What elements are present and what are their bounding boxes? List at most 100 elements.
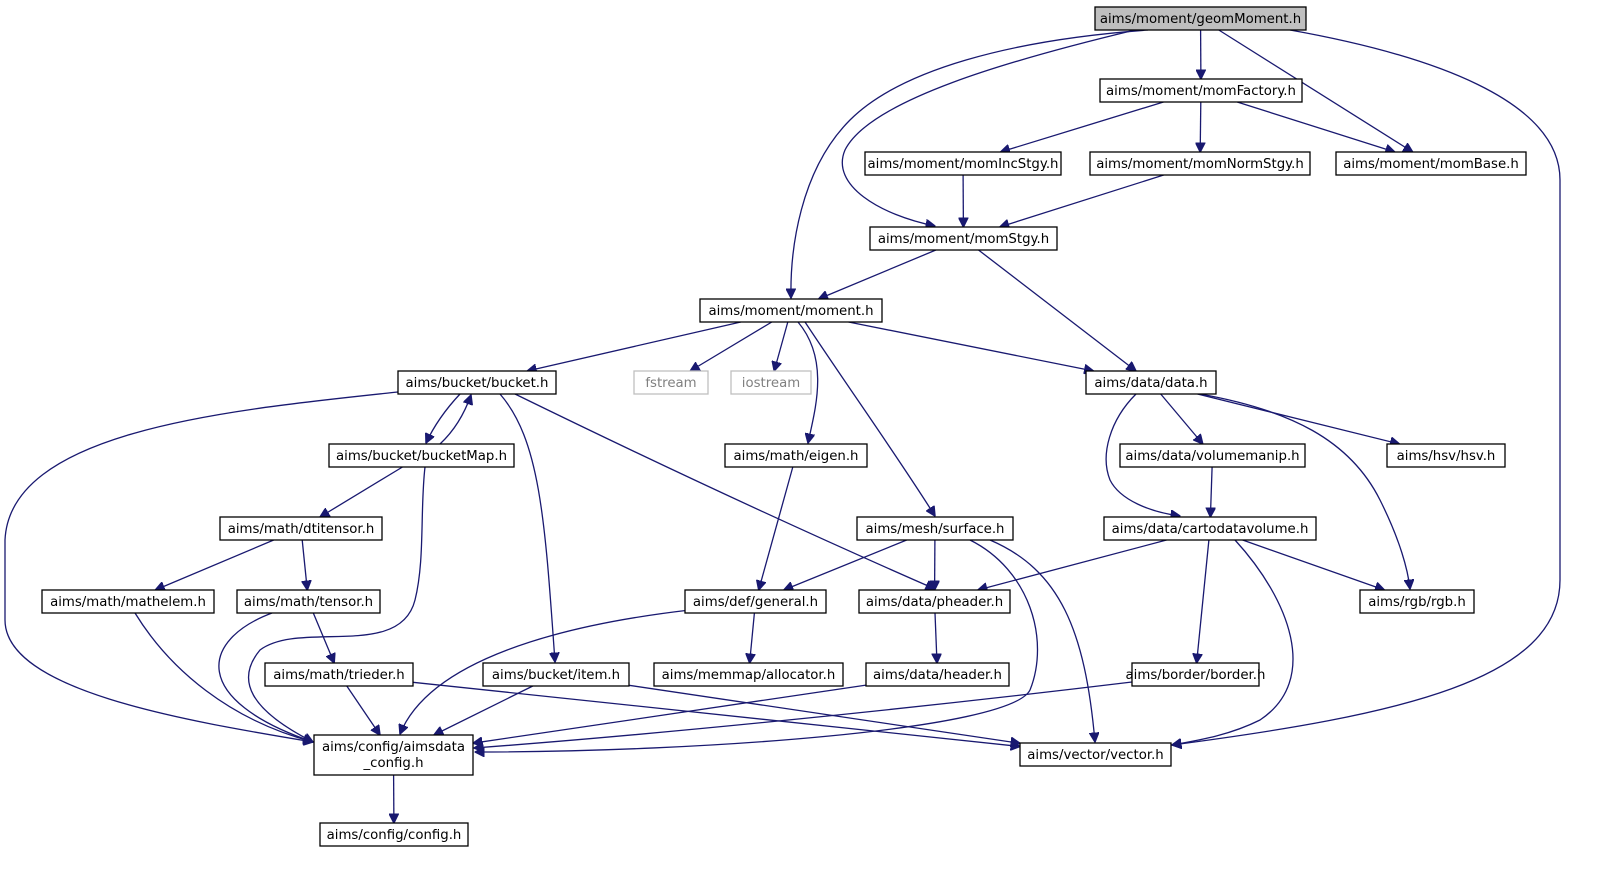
node-label: aims/bucket/bucketMap.h bbox=[336, 449, 507, 464]
node-label: aims/border/border.h bbox=[1126, 668, 1266, 683]
edge-surface-to-general bbox=[784, 539, 907, 590]
node-tensor[interactable]: aims/math/tensor.h bbox=[236, 589, 381, 614]
node-label: aims/math/mathelem.h bbox=[50, 595, 206, 610]
node-box bbox=[1119, 443, 1306, 468]
edge-cartodatavolume-to-border bbox=[1197, 539, 1210, 663]
node-box bbox=[724, 443, 868, 468]
node-box bbox=[313, 734, 474, 776]
node-iostream: iostream bbox=[730, 370, 812, 395]
node-mathelem[interactable]: aims/math/mathelem.h bbox=[41, 589, 215, 614]
edge-moment-to-bucket bbox=[527, 321, 741, 371]
node-label: aims/math/tensor.h bbox=[244, 595, 373, 610]
node-label: aims/memmap/allocator.h bbox=[662, 668, 836, 683]
node-label: aims/moment/momFactory.h bbox=[1106, 84, 1296, 99]
node-momStgy[interactable]: aims/moment/momStgy.h bbox=[869, 226, 1058, 251]
node-box bbox=[1359, 589, 1475, 614]
edge-trieder-to-vector bbox=[412, 681, 1020, 746]
node-label: aims/math/dtitensor.h bbox=[228, 522, 375, 537]
node-bucket[interactable]: aims/bucket/bucket.h bbox=[397, 370, 557, 395]
node-label: aims/data/pheader.h bbox=[866, 595, 1003, 610]
node-momIncStgy[interactable]: aims/moment/momIncStgy.h bbox=[864, 151, 1062, 176]
node-box bbox=[319, 822, 469, 847]
node-momBase[interactable]: aims/moment/momBase.h bbox=[1335, 151, 1527, 176]
edge-geomMoment-to-moment bbox=[791, 29, 1149, 298]
node-label: aims/rgb/rgb.h bbox=[1368, 595, 1466, 610]
edge-data-to-hsv bbox=[1197, 393, 1400, 444]
edge-bucket-to-item bbox=[499, 393, 555, 662]
node-box bbox=[858, 589, 1011, 614]
node-pheader[interactable]: aims/data/pheader.h bbox=[858, 589, 1011, 614]
edge-general-to-allocator bbox=[750, 612, 755, 663]
edge-momFactory-to-momIncStgy bbox=[1001, 101, 1164, 152]
node-eigen[interactable]: aims/math/eigen.h bbox=[724, 443, 868, 468]
edge-tensor-to-aimsdata_config bbox=[218, 612, 313, 742]
node-label: aims/def/general.h bbox=[693, 595, 818, 610]
node-surface[interactable]: aims/mesh/surface.h bbox=[856, 516, 1014, 541]
node-cartodatavolume[interactable]: aims/data/cartodatavolume.h bbox=[1103, 516, 1317, 541]
edge-momFactory-to-momBase bbox=[1237, 101, 1395, 152]
node-label: fstream bbox=[645, 376, 696, 391]
node-header[interactable]: aims/data/header.h bbox=[865, 662, 1010, 687]
node-label: aims/moment/momStgy.h bbox=[878, 232, 1049, 247]
node-box bbox=[699, 298, 883, 323]
node-hsv[interactable]: aims/hsv/hsv.h bbox=[1386, 443, 1506, 468]
node-config[interactable]: aims/config/config.h bbox=[319, 822, 469, 847]
node-box bbox=[219, 516, 383, 541]
node-bucketMap[interactable]: aims/bucket/bucketMap.h bbox=[328, 443, 515, 468]
node-vector[interactable]: aims/vector/vector.h bbox=[1019, 742, 1172, 767]
edge-surface-to-aimsdata_config bbox=[475, 539, 1038, 752]
node-label-line2: _config.h bbox=[363, 756, 424, 771]
node-box bbox=[653, 662, 844, 687]
edge-item-to-aimsdata_config bbox=[434, 685, 534, 735]
node-box bbox=[1103, 516, 1317, 541]
file-nodes: aims/moment/geomMoment.h aims/moment/momF… bbox=[41, 6, 1527, 847]
node-aimsdata_config[interactable]: aims/config/aimsdata_config.h bbox=[313, 734, 474, 776]
node-box bbox=[869, 226, 1058, 251]
edge-momFactory-to-momNormStgy bbox=[1200, 101, 1201, 152]
node-box bbox=[328, 443, 515, 468]
node-data[interactable]: aims/data/data.h bbox=[1085, 370, 1217, 395]
node-fstream: fstream bbox=[633, 370, 709, 395]
node-geomMoment: aims/moment/geomMoment.h bbox=[1094, 6, 1307, 31]
node-momNormStgy[interactable]: aims/moment/momNormStgy.h bbox=[1089, 151, 1311, 176]
node-allocator[interactable]: aims/memmap/allocator.h bbox=[653, 662, 844, 687]
node-label: aims/config/config.h bbox=[327, 828, 462, 843]
edge-dtitensor-to-tensor bbox=[302, 539, 307, 590]
node-box bbox=[633, 370, 709, 395]
node-label: aims/data/data.h bbox=[1094, 376, 1207, 391]
node-label: aims/mesh/surface.h bbox=[866, 522, 1005, 537]
edge-cartodatavolume-to-rgb bbox=[1242, 539, 1385, 590]
node-box bbox=[1099, 78, 1303, 103]
node-label: aims/moment/momNormStgy.h bbox=[1096, 157, 1304, 172]
node-box bbox=[1089, 151, 1311, 176]
edge-geomMoment-to-vector bbox=[1172, 29, 1561, 745]
edge-surface-to-vector bbox=[989, 539, 1095, 742]
node-label: aims/bucket/bucket.h bbox=[406, 376, 549, 391]
node-border[interactable]: aims/border/border.h bbox=[1126, 662, 1266, 687]
node-box bbox=[1085, 370, 1217, 395]
edge-mathelem-to-aimsdata_config bbox=[134, 612, 313, 742]
edge-bucketMap-to-dtitensor bbox=[320, 466, 403, 517]
edge-momNormStgy-to-momStgy bbox=[1000, 174, 1164, 227]
node-volumemanip[interactable]: aims/data/volumemanip.h bbox=[1119, 443, 1306, 468]
node-box bbox=[264, 662, 414, 687]
node-label: aims/math/trieder.h bbox=[273, 668, 405, 683]
node-label: aims/math/eigen.h bbox=[733, 449, 858, 464]
node-box bbox=[856, 516, 1014, 541]
node-item[interactable]: aims/bucket/item.h bbox=[482, 662, 630, 687]
edge-general-to-aimsdata_config bbox=[400, 609, 691, 734]
node-dtitensor[interactable]: aims/math/dtitensor.h bbox=[219, 516, 383, 541]
node-box bbox=[1335, 151, 1527, 176]
node-box bbox=[864, 151, 1062, 176]
node-rgb[interactable]: aims/rgb/rgb.h bbox=[1359, 589, 1475, 614]
node-label: aims/data/cartodatavolume.h bbox=[1112, 522, 1309, 537]
node-momFactory[interactable]: aims/moment/momFactory.h bbox=[1099, 78, 1303, 103]
node-moment[interactable]: aims/moment/moment.h bbox=[699, 298, 883, 323]
edge-trieder-to-aimsdata_config bbox=[346, 685, 380, 735]
edge-momStgy-to-data bbox=[978, 249, 1137, 371]
node-general[interactable]: aims/def/general.h bbox=[684, 589, 827, 614]
edge-volumemanip-to-cartodatavolume bbox=[1210, 466, 1212, 517]
edge-geomMoment-to-momStgy bbox=[841, 29, 1136, 226]
node-box bbox=[1131, 662, 1260, 687]
node-trieder[interactable]: aims/math/trieder.h bbox=[264, 662, 414, 687]
